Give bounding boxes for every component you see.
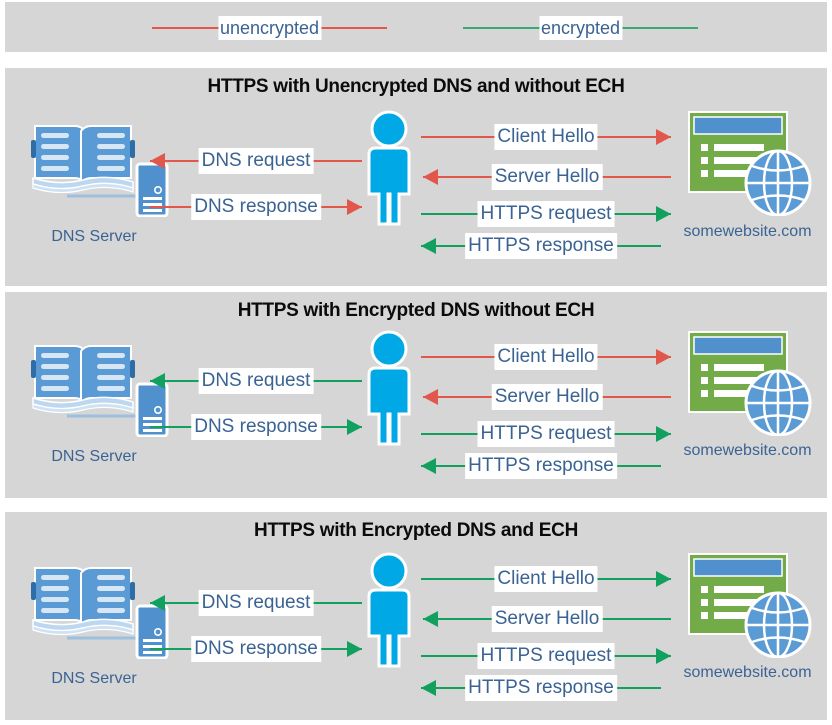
message-arrow-https-response: HTTPS response [421, 453, 661, 479]
website-node [683, 326, 813, 441]
arrow-label: Server Hello [491, 384, 603, 410]
message-arrow-client-hello: Client Hello [421, 566, 671, 592]
arrow-head-left [421, 680, 436, 696]
arrow-head-left [150, 153, 165, 169]
arrow-head-left [421, 238, 436, 254]
website-label: somewebsite.com [683, 664, 812, 681]
website-label: somewebsite.com [683, 223, 812, 240]
arrow-label: HTTPS request [477, 643, 615, 669]
arrow-head-left [150, 595, 165, 611]
client-user-node [353, 330, 425, 453]
arrow-head-left [421, 458, 436, 474]
dns-server-label: DNS Server [51, 228, 137, 245]
arrow-label: DNS response [191, 194, 321, 220]
arrow-head-right [656, 648, 671, 664]
message-arrow-dns-response: DNS response [150, 414, 362, 440]
message-arrow-server-hello: Server Hello [423, 606, 671, 632]
legend-item-encrypted: encrypted [463, 16, 698, 40]
arrow-label: HTTPS response [465, 675, 617, 701]
message-arrow-https-request: HTTPS request [421, 421, 671, 447]
arrow-label: Client Hello [494, 124, 598, 150]
panel-encrypted-dns-and-ech: HTTPS with Encrypted DNS and ECH [5, 512, 827, 720]
dns-server-node [27, 554, 177, 664]
legend-band: unencrypted encrypted [5, 2, 827, 52]
panel-title: HTTPS with Encrypted DNS without ECH [237, 300, 595, 321]
browser-window-globe-icon [688, 553, 812, 659]
arrow-label: HTTPS response [465, 233, 617, 259]
arrow-head-left [423, 389, 438, 405]
message-arrow-dns-request: DNS request [150, 148, 362, 174]
message-arrow-dns-request: DNS request [150, 368, 362, 394]
message-arrow-https-response: HTTPS response [421, 233, 661, 259]
panel-title: HTTPS with Unencrypted DNS and without E… [207, 76, 625, 97]
arrow-label: DNS request [198, 590, 314, 616]
arrow-label: HTTPS request [477, 201, 615, 227]
arrow-label: Client Hello [494, 344, 598, 370]
book-and-server-icon [31, 125, 169, 218]
client-user-node [353, 552, 425, 675]
website-label: somewebsite.com [683, 442, 812, 459]
arrow-head-right [656, 571, 671, 587]
arrow-label: DNS request [198, 148, 314, 174]
dns-server-label: DNS Server [51, 670, 137, 687]
message-arrow-client-hello: Client Hello [421, 344, 671, 370]
message-arrow-https-request: HTTPS request [421, 643, 671, 669]
arrow-label: HTTPS request [477, 421, 615, 447]
arrow-head-right [656, 206, 671, 222]
arrow-head-right [656, 426, 671, 442]
arrow-head-left [423, 169, 438, 185]
panel-title: HTTPS with Encrypted DNS and ECH [254, 520, 578, 541]
message-arrow-server-hello: Server Hello [423, 164, 671, 190]
arrow-label: DNS request [198, 368, 314, 394]
panel-encrypted-dns-no-ech: HTTPS with Encrypted DNS without ECH [5, 292, 827, 498]
message-arrow-server-hello: Server Hello [423, 384, 671, 410]
arrow-label: Server Hello [491, 164, 603, 190]
message-arrow-dns-response: DNS response [150, 194, 362, 220]
arrow-head-left [150, 373, 165, 389]
arrow-label: DNS response [191, 414, 321, 440]
legend-label-encrypted: encrypted [538, 16, 623, 40]
book-and-server-icon [31, 345, 169, 438]
arrow-head-right [347, 641, 362, 657]
arrow-head-right [656, 129, 671, 145]
legend-item-unencrypted: unencrypted [152, 16, 387, 40]
person-icon [367, 110, 411, 226]
arrow-head-left [423, 611, 438, 627]
panel-unencrypted-dns-no-ech: HTTPS with Unencrypted DNS and without E… [5, 68, 827, 286]
arrow-head-right [347, 419, 362, 435]
dns-server-node [27, 332, 177, 442]
arrow-head-right [656, 349, 671, 365]
message-arrow-dns-response: DNS response [150, 636, 362, 662]
client-user-node [353, 110, 425, 233]
arrow-label: Client Hello [494, 566, 598, 592]
browser-window-globe-icon [688, 331, 812, 437]
message-arrow-https-request: HTTPS request [421, 201, 671, 227]
dns-server-label: DNS Server [51, 448, 137, 465]
website-node [683, 106, 813, 221]
arrow-label: Server Hello [491, 606, 603, 632]
dns-server-node [27, 112, 177, 222]
arrow-label: DNS response [191, 636, 321, 662]
message-arrow-https-response: HTTPS response [421, 675, 661, 701]
person-icon [367, 552, 411, 668]
message-arrow-dns-request: DNS request [150, 590, 362, 616]
person-icon [367, 330, 411, 446]
legend-label-unencrypted: unencrypted [217, 16, 322, 40]
arrow-label: HTTPS response [465, 453, 617, 479]
message-arrow-client-hello: Client Hello [421, 124, 671, 150]
book-and-server-icon [31, 567, 169, 660]
browser-window-globe-icon [688, 111, 812, 217]
arrow-head-right [347, 199, 362, 215]
website-node [683, 548, 813, 663]
